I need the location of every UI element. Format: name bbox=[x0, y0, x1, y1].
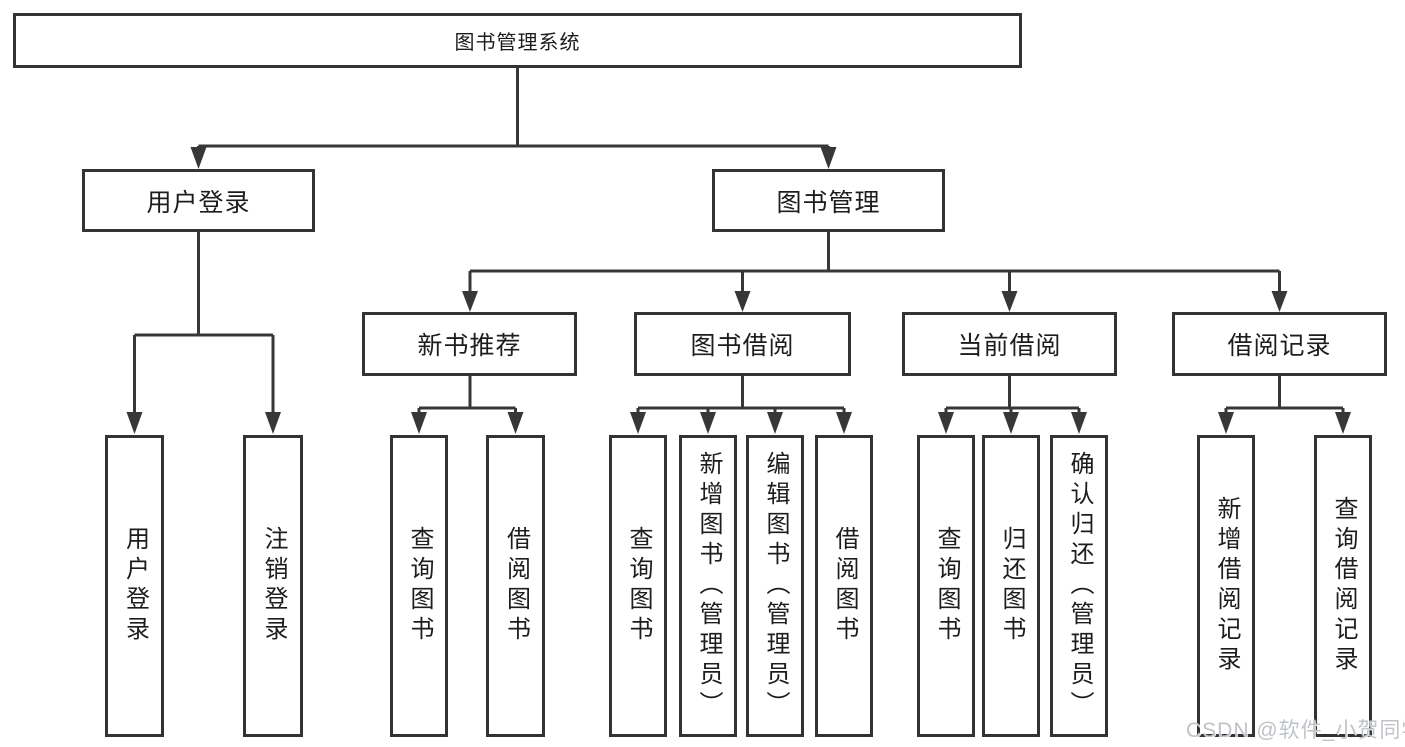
node-new-book-recommend: 新书推荐 bbox=[362, 312, 577, 376]
connector-book-mgmt-split bbox=[468, 232, 1281, 297]
arrow-icon bbox=[938, 412, 954, 434]
watermark: CSDN @软件_小贺同学 bbox=[1186, 719, 1405, 742]
connector-root-split bbox=[197, 68, 830, 152]
arrow-icon bbox=[836, 412, 852, 434]
arrow-icon bbox=[734, 291, 751, 312]
arrow-icon bbox=[767, 412, 783, 434]
node-borrowing-records: 借阅记录 bbox=[1172, 312, 1387, 376]
arrow-icon bbox=[700, 412, 716, 434]
leaf-logout-login: 注销登录 bbox=[243, 435, 303, 737]
arrow-icon bbox=[820, 147, 837, 169]
arrow-icon bbox=[1003, 412, 1019, 434]
leaf-edit-books-admin: 编辑图书（管理员） bbox=[746, 435, 804, 737]
node-book-management: 图书管理 bbox=[712, 169, 945, 232]
node-book-borrowing: 图书借阅 bbox=[634, 312, 851, 376]
arrow-icon bbox=[190, 147, 207, 169]
arrow-icon bbox=[126, 412, 143, 434]
arrow-icon bbox=[630, 412, 646, 434]
arrow-icon bbox=[1001, 291, 1018, 312]
leaf-query-books-current: 查询图书 bbox=[917, 435, 975, 737]
connector-records-split bbox=[1224, 376, 1345, 422]
leaf-return-books: 归还图书 bbox=[982, 435, 1040, 737]
arrow-icon bbox=[507, 412, 524, 434]
leaf-query-books-recommend: 查询图书 bbox=[390, 435, 448, 737]
leaf-borrow-books-recommend: 借阅图书 bbox=[486, 435, 545, 737]
arrow-icon bbox=[1071, 412, 1087, 434]
leaf-add-borrow-record: 新增借阅记录 bbox=[1197, 435, 1255, 737]
leaf-query-borrow-record: 查询借阅记录 bbox=[1314, 435, 1372, 737]
connector-borrowing-split bbox=[636, 376, 846, 422]
arrow-icon bbox=[265, 412, 281, 434]
node-current-borrowing: 当前借阅 bbox=[902, 312, 1117, 376]
arrowheads bbox=[126, 147, 1351, 434]
leaf-borrow-books-borrowing: 借阅图书 bbox=[815, 435, 873, 737]
node-root: 图书管理系统 bbox=[13, 13, 1022, 68]
arrow-icon bbox=[1271, 291, 1288, 312]
leaf-confirm-return-admin: 确认归还（管理员） bbox=[1050, 435, 1108, 737]
arrow-icon bbox=[411, 412, 427, 434]
node-user-login: 用户登录 bbox=[82, 169, 315, 232]
connector-new-book-split bbox=[417, 376, 517, 422]
leaf-query-books-borrowing: 查询图书 bbox=[609, 435, 667, 737]
leaf-add-books-admin: 新增图书（管理员） bbox=[679, 435, 737, 737]
leaf-user-login: 用户登录 bbox=[105, 435, 164, 737]
arrow-icon bbox=[1218, 412, 1234, 434]
arrow-icon bbox=[1335, 412, 1351, 434]
arrow-icon bbox=[462, 291, 478, 312]
connector-user-login-split bbox=[133, 232, 275, 422]
